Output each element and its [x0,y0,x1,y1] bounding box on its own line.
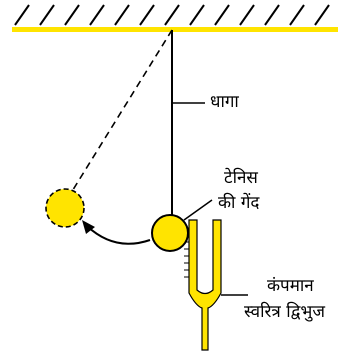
ball-label-line2: की गेंद [218,193,260,213]
displaced-thread-dashed [70,29,173,194]
tuning-fork [184,219,222,351]
motion-arrowhead [82,220,95,234]
fork-label-line1: कंपमान [267,276,314,296]
ceiling-support [12,4,338,32]
fork-label-line2: स्वरित्र द्विभुज [244,302,325,322]
displaced-ball [45,188,85,228]
thread-label: धागा [210,92,239,112]
motion-arrow [86,225,151,245]
tuning-fork-body [188,219,222,351]
ball-label-pointer [183,199,213,221]
tennis-ball [151,214,189,252]
ceiling-bar [12,27,338,32]
ball-label-line1: टेनिस [224,168,258,188]
